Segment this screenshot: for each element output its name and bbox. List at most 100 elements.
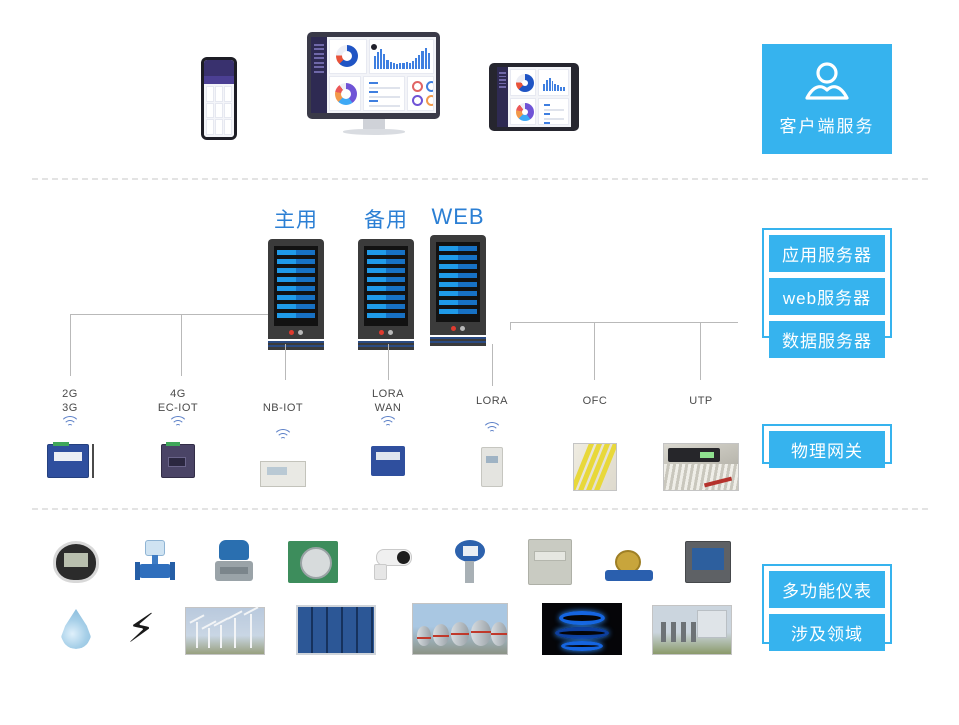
rotameter	[284, 538, 342, 586]
fiber-cable-icon	[547, 436, 643, 498]
server-rack-body	[358, 239, 414, 339]
water-drop-icon	[48, 602, 104, 656]
server-rack-primary: 主用	[268, 204, 324, 350]
digital-display-meter	[47, 538, 105, 586]
gateway-label-nbiot: NB-IOT	[262, 402, 304, 414]
connector-drop-lorawan	[388, 344, 389, 380]
gateway-label-lora: LORA	[476, 395, 508, 407]
connector-bus-left	[70, 314, 240, 315]
wireless-signal-icon	[377, 415, 399, 428]
phone-app-grid	[204, 84, 234, 137]
dashboard-main	[327, 37, 436, 113]
dashboard-sidebar	[311, 37, 327, 113]
connector-bus-right	[510, 322, 738, 323]
gas-meter	[521, 538, 579, 586]
server-rack-foot	[358, 341, 414, 350]
tablet-bar-card	[537, 69, 569, 96]
server-rack-leds	[364, 326, 408, 339]
gateway-node-lora: LORA	[444, 395, 540, 498]
phone-header-bar	[204, 60, 234, 76]
water-meter	[600, 543, 658, 591]
server-rack-backup-label: 备用	[364, 209, 408, 232]
gas-flame-photo	[542, 602, 622, 656]
server-rack-leds	[436, 322, 480, 335]
client-service-label: 客户端服务	[779, 116, 875, 136]
server-rack-foot	[268, 341, 324, 350]
power-meter	[679, 538, 737, 586]
web-server-chip: web服务器	[769, 278, 885, 315]
pressure-transmitter	[205, 538, 263, 586]
layer-divider-top	[32, 178, 928, 180]
gateway-node-2g3g: 2G 3G	[22, 388, 118, 492]
monitor-dashboard-screen	[311, 37, 436, 113]
connector-bus-right-stub	[510, 322, 511, 330]
dashboard-ring-card	[329, 76, 361, 111]
server-rack-foot	[430, 337, 486, 346]
gateway-label-utp: UTP	[689, 395, 713, 407]
physical-gateway-callout: 物理网关	[762, 424, 892, 468]
dashboard-donut-card	[329, 39, 367, 74]
app-server-chip: 应用服务器	[769, 235, 885, 272]
surveillance-camera	[362, 540, 420, 588]
wireless-signal-icon	[59, 415, 81, 428]
connector-drop-ofc	[594, 322, 595, 380]
electromagnetic-flow-meter	[126, 538, 184, 586]
solar-panel-photo	[296, 603, 376, 657]
server-rack-body	[268, 239, 324, 339]
server-rack-backup: 备用	[358, 204, 414, 350]
dashboard-list-card	[362, 76, 405, 111]
dashboard-gauges-card	[406, 76, 434, 111]
dtu-module-icon	[22, 430, 118, 492]
lora-node-icon	[444, 436, 540, 498]
gateway-node-lorawan: LORA WAN	[340, 388, 436, 492]
tablet-dashboard-screen	[497, 67, 571, 127]
wind-farm-photo	[185, 604, 265, 658]
tablet-list-card	[537, 98, 569, 125]
phone-screen	[204, 60, 234, 137]
phone-tab-bar	[204, 76, 234, 84]
connector-drop-2g3g	[70, 314, 71, 376]
monitor-power-dot	[370, 44, 377, 50]
monitor-neck	[362, 119, 385, 129]
physical-gateway-chip: 物理网关	[769, 431, 885, 468]
gateway-node-4g: 4G EC-IOT	[130, 388, 226, 492]
tablet-dashboard-main	[508, 67, 571, 127]
gateway-label-lorawan: LORA WAN	[372, 388, 404, 414]
tablet-ring-card	[510, 98, 536, 125]
user-icon	[805, 61, 849, 100]
application-domain-chip: 涉及领域	[769, 614, 885, 651]
wireless-signal-icon	[167, 415, 189, 428]
data-server-chip: 数据服务器	[769, 321, 885, 358]
patch-panel-icon	[653, 436, 749, 498]
desktop-monitor-device	[307, 32, 440, 136]
tablet-donut-card	[510, 69, 536, 96]
substation-photo	[652, 603, 732, 657]
industrial-router-icon	[130, 430, 226, 492]
connector-bus-left-stub	[240, 314, 268, 315]
dashboard-bar-card	[368, 39, 434, 74]
connector-drop-utp	[700, 322, 701, 380]
smartphone-device	[201, 57, 237, 140]
connector-drop-nbiot	[285, 344, 286, 380]
phone-body	[201, 57, 237, 140]
gateway-label-2g3g: 2G 3G	[62, 388, 78, 414]
server-rack-body	[430, 235, 486, 335]
gateway-label-4g: 4G EC-IOT	[157, 388, 199, 414]
multifunction-meter-chip: 多功能仪表	[769, 571, 885, 608]
wireless-signal-icon	[272, 429, 294, 441]
storage-tank-photo	[412, 602, 508, 656]
layer-divider-bottom	[32, 508, 928, 510]
pressure-sensor	[441, 538, 499, 586]
electricity-bolt-icon: ⚡	[126, 607, 156, 651]
client-service-callout: 客户端服务	[762, 44, 892, 154]
gateway-label-ofc: OFC	[582, 395, 608, 407]
gateway-node-utp: UTP	[653, 395, 749, 498]
server-rack-leds	[274, 326, 318, 339]
server-rack-web-label: WEB	[431, 204, 485, 229]
tablet-sidebar	[497, 67, 508, 127]
server-group-callout: 应用服务器 web服务器 数据服务器	[762, 228, 892, 358]
gateway-node-ofc: OFC	[547, 395, 643, 498]
connector-drop-4g	[181, 314, 182, 376]
nb-iot-meter-icon	[235, 443, 331, 505]
